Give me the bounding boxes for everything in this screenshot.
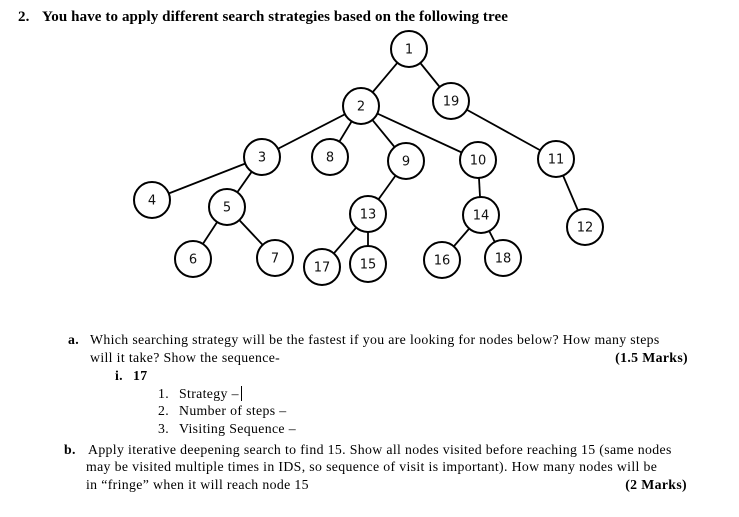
- question-b-line-1: b. Apply iterative deepening search to fi…: [64, 441, 672, 459]
- list-item-strategy: 1. Strategy –: [158, 385, 243, 403]
- tree-node-16: 16: [423, 241, 461, 279]
- tree-node-label: 9: [402, 155, 410, 170]
- question-number: 2.: [18, 9, 30, 25]
- tree-node-9: 9: [387, 142, 425, 180]
- tree-node-15: 15: [349, 245, 387, 283]
- subitem-roman-numeral: i.: [115, 367, 123, 383]
- tree-node-label: 1: [405, 43, 413, 58]
- question-a-line-1: a. Which searching strategy will be the f…: [68, 331, 660, 349]
- tree-node-label: 12: [577, 221, 594, 236]
- tree-node-label: 4: [148, 194, 156, 209]
- question-b-label: b.: [64, 441, 76, 457]
- list-item-visiting-sequence: 3. Visiting Sequence –: [158, 420, 296, 438]
- tree-node-label: 14: [473, 209, 490, 224]
- question-title: You have to apply different search strat…: [42, 9, 509, 25]
- tree-node-7: 7: [256, 239, 294, 277]
- tree-node-10: 10: [459, 141, 497, 179]
- list-number: 3.: [158, 420, 170, 436]
- tree-node-label: 3: [258, 151, 266, 166]
- tree-edge-3-4: [151, 156, 263, 201]
- tree-node-14: 14: [462, 196, 500, 234]
- tree-node-label: 15: [360, 258, 377, 273]
- tree-node-label: 5: [223, 201, 231, 216]
- tree-node-label: 17: [314, 261, 331, 276]
- tree-node-label: 10: [470, 154, 487, 169]
- tree-node-12: 12: [566, 208, 604, 246]
- question-b-text-1: Apply iterative deepening search to find…: [88, 441, 672, 457]
- tree-node-13: 13: [349, 195, 387, 233]
- question-a-marks: (1.5 Marks): [615, 349, 688, 365]
- question-b-text-3: in “fringe” when it will reach node 15: [86, 476, 309, 492]
- tree-node-label: 16: [434, 254, 451, 269]
- tree-node-8: 8: [311, 138, 349, 176]
- list-text: Visiting Sequence –: [179, 420, 296, 436]
- question-heading: 2. You have to apply different search str…: [18, 9, 508, 26]
- list-number: 1.: [158, 385, 170, 401]
- tree-node-label: 18: [495, 252, 512, 267]
- tree-node-18: 18: [484, 239, 522, 277]
- tree-node-label: 2: [357, 100, 365, 115]
- list-text: Strategy –: [179, 385, 239, 401]
- question-a-text-2: will it take? Show the sequence-: [90, 349, 281, 365]
- tree-node-3: 3: [243, 138, 281, 176]
- tree-node-6: 6: [174, 240, 212, 278]
- tree-node-label: 6: [189, 253, 197, 268]
- question-b-text-2: may be visited multiple times in IDS, so…: [86, 459, 658, 474]
- tree-node-label: 11: [548, 153, 565, 168]
- tree-node-label: 19: [443, 95, 460, 110]
- tree-node-label: 13: [360, 208, 377, 223]
- question-b-line-3: in “fringe” when it will reach node 15: [86, 476, 309, 494]
- tree-edge-19-11: [450, 100, 557, 160]
- tree-node-label: 8: [326, 151, 334, 166]
- tree-node-4: 4: [133, 181, 171, 219]
- question-a-line-2: will it take? Show the sequence-: [90, 349, 280, 367]
- list-item-number-of-steps: 2. Number of steps –: [158, 402, 287, 420]
- list-number: 2.: [158, 403, 170, 418]
- list-text: Number of steps –: [179, 403, 287, 418]
- tree-node-19: 19: [432, 82, 470, 120]
- subitem-target-node: 17: [133, 367, 148, 383]
- question-a-subitem: i. 17: [115, 367, 148, 385]
- tree-node-17: 17: [303, 248, 341, 286]
- text-cursor: [240, 385, 243, 401]
- tree-node-5: 5: [208, 188, 246, 226]
- tree-node-1: 1: [390, 30, 428, 68]
- tree-node-label: 7: [271, 252, 279, 267]
- question-a-text-1: Which searching strategy will be the fas…: [90, 332, 660, 347]
- tree-edge-2-10: [360, 105, 479, 161]
- question-a-label: a.: [68, 332, 80, 347]
- tree-node-2: 2: [342, 87, 380, 125]
- question-b-marks: (2 Marks): [625, 476, 687, 492]
- tree-node-11: 11: [537, 140, 575, 178]
- question-b-line-2: may be visited multiple times in IDS, so…: [86, 458, 657, 476]
